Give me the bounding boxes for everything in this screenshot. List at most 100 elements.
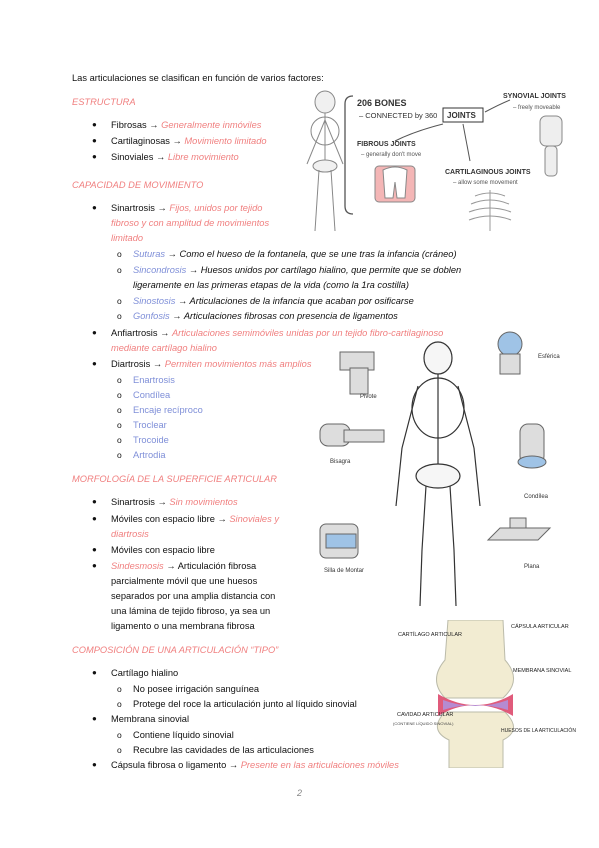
list-item: Móviles con espacio libre — [111, 545, 215, 555]
sub-item-cont: ligeramente en las primeras etapas de la… — [133, 280, 409, 290]
circle-bullet-icon: o — [117, 730, 122, 740]
cartilago-articular-label: CARTÍLAGO ARTICULAR — [398, 631, 462, 638]
connected-label: – CONNECTED by 360 — [359, 111, 437, 120]
hinge-joint-icon — [319, 423, 385, 447]
bullet-icon: ● — [92, 668, 97, 677]
synovial-label: SYNOVIAL JOINTS — [503, 93, 566, 100]
cavidad-articular-label: CAVIDAD ARTICULAR — [397, 712, 453, 718]
circle-bullet-icon: o — [117, 311, 122, 321]
knee-bones-icon — [436, 620, 514, 768]
bullet-icon: ● — [92, 497, 97, 506]
list-item-cont: mediante cartílago hialino — [111, 343, 217, 353]
circle-bullet-icon: o — [117, 265, 122, 275]
list-item: Membrana sinovial — [111, 714, 190, 724]
list-item-cont: separados por una amplia distancia con — [111, 591, 276, 601]
sub-item: Suturas → Como el hueso de la fontanela,… — [133, 249, 457, 259]
bisagra-label: Bisagra — [330, 459, 351, 465]
list-item: Cartilaginosas → Movimiento limitado — [111, 136, 267, 146]
fibrous-sub-label: – generally don't move — [361, 152, 422, 158]
saddle-joint-icon — [319, 523, 359, 559]
bullet-icon: ● — [92, 760, 97, 769]
bullet-icon: ● — [92, 561, 97, 570]
list-item-cont: diartrosis — [111, 529, 149, 539]
circle-bullet-icon: o — [117, 420, 122, 430]
sub-item: Protege del roce la articulación junto a… — [133, 699, 357, 709]
list-item: Sinartrosis → Fijos, unidos por tejido — [111, 203, 263, 213]
circle-bullet-icon: o — [117, 405, 122, 415]
silla-label: Silla de Montar — [324, 568, 364, 574]
sub-item: Enartrosis — [133, 375, 175, 385]
shoulder-joint-icon — [539, 115, 563, 177]
list-item: Sinartrosis → Sin movimientos — [111, 497, 238, 507]
circle-bullet-icon: o — [117, 296, 122, 306]
heading-composicion: COMPOSICIÓN DE UNA ARTICULACIÓN “TIPO” — [72, 645, 279, 655]
plana-label: Plana — [524, 564, 540, 570]
joints-overview-figure: 206 BONES – CONNECTED by 360 JOINTS SYNO… — [306, 90, 566, 232]
list-item-cont: limitado — [111, 233, 144, 243]
knee-joint-figure: CARTÍLAGO ARTICULAR CÁPSULA ARTICULAR ME… — [393, 620, 576, 768]
list-item: Sinoviales → Libre movimiento — [111, 152, 239, 162]
skeleton-icon — [395, 341, 481, 607]
circle-bullet-icon: o — [117, 745, 122, 755]
list-item-cont: parcialmente móvil que une huesos — [111, 576, 258, 586]
cartilaginous-label: CARTILAGINOUS JOINTS — [445, 169, 531, 176]
ribcage-icon — [468, 190, 512, 231]
pivot-joint-icon — [339, 351, 375, 395]
circle-bullet-icon: o — [117, 699, 122, 709]
bullet-icon: ● — [92, 514, 97, 523]
circle-bullet-icon: o — [117, 249, 122, 259]
sub-item: Sincondrosis → Huesos unidos por cartíla… — [133, 265, 462, 275]
list-item: Sindesmosis → Articulación fibrosa — [111, 561, 257, 571]
heading-estructura: ESTRUCTURA — [72, 97, 136, 107]
page-number: 2 — [297, 788, 303, 798]
tooth-icon — [374, 165, 416, 203]
huesos-label: HUESOS DE LA ARTICULACIÓN — [501, 727, 576, 734]
ball-joint-icon — [497, 331, 523, 375]
list-item-cont: fibroso y con amplitud de movimientos — [111, 218, 270, 228]
circle-bullet-icon: o — [117, 375, 122, 385]
condyloid-joint-icon — [517, 423, 547, 469]
list-item-cont: ligamento o una membrana fibrosa — [111, 621, 255, 631]
bullet-icon: ● — [92, 120, 97, 129]
condilea-label: Condílea — [524, 494, 549, 500]
circle-bullet-icon: o — [117, 435, 122, 445]
bullet-icon: ● — [92, 545, 97, 554]
plane-joint-icon — [486, 517, 552, 541]
list-item-cont: una lámina de tejido fibroso, ya sea un — [111, 606, 271, 616]
cartilaginous-sub-label: – allow some movement — [453, 180, 518, 186]
sub-item: Trocoide — [133, 435, 169, 445]
sub-item: No posee irrigación sanguínea — [133, 684, 260, 694]
fibrous-label: FIBROUS JOINTS — [357, 141, 416, 148]
sub-item: Encaje recíproco — [133, 405, 203, 415]
list-item: Anfiartrosis → Articulaciones semimóvile… — [111, 328, 444, 338]
bullet-icon: ● — [92, 136, 97, 145]
bullet-icon: ● — [92, 359, 97, 368]
list-item: Diartrosis → Permiten movimientos más am… — [111, 359, 312, 369]
list-item: Móviles con espacio libre → Sinoviales y — [111, 514, 279, 524]
list-item: Fibrosas → Generalmente inmóviles — [111, 120, 262, 130]
synovial-sub-label: – freely moveable — [513, 105, 561, 111]
sub-item: Recubre las cavidades de las articulacio… — [133, 745, 314, 755]
joint-types-figure: Pivote Bisagra Silla de Montar Esférica … — [319, 331, 560, 607]
list-item: Cartílago hialino — [111, 668, 179, 678]
bullet-icon: ● — [92, 203, 97, 212]
sub-item: Troclear — [133, 420, 167, 430]
bullet-icon: ● — [92, 328, 97, 337]
circle-bullet-icon: o — [117, 390, 122, 400]
joints-label: JOINTS — [447, 111, 477, 120]
list-item: Cápsula fibrosa o ligamento → Presente e… — [111, 760, 399, 770]
heading-morfologia: MORFOLOGÍA DE LA SUPERFICIE ARTICULAR — [72, 474, 277, 484]
membrana-sinovial-label: MEMBRANA SINOVIAL — [513, 668, 571, 674]
heading-movimiento: CAPACIDAD DE MOVIMIENTO — [72, 180, 204, 190]
circle-bullet-icon: o — [117, 684, 122, 694]
sub-item: Artrodia — [133, 450, 166, 460]
sub-item: Gonfosis → Articulaciones fibrosas con p… — [133, 311, 398, 321]
pivote-label: Pivote — [360, 394, 377, 400]
sub-item: Condílea — [133, 390, 171, 400]
capsula-articular-label: CÁPSULA ARTICULAR — [511, 623, 569, 630]
intro-text: Las articulaciones se clasifican en func… — [72, 73, 324, 83]
skeleton-icon — [306, 90, 344, 232]
bullet-icon: ● — [92, 152, 97, 161]
bones-label: 206 BONES — [357, 98, 407, 108]
